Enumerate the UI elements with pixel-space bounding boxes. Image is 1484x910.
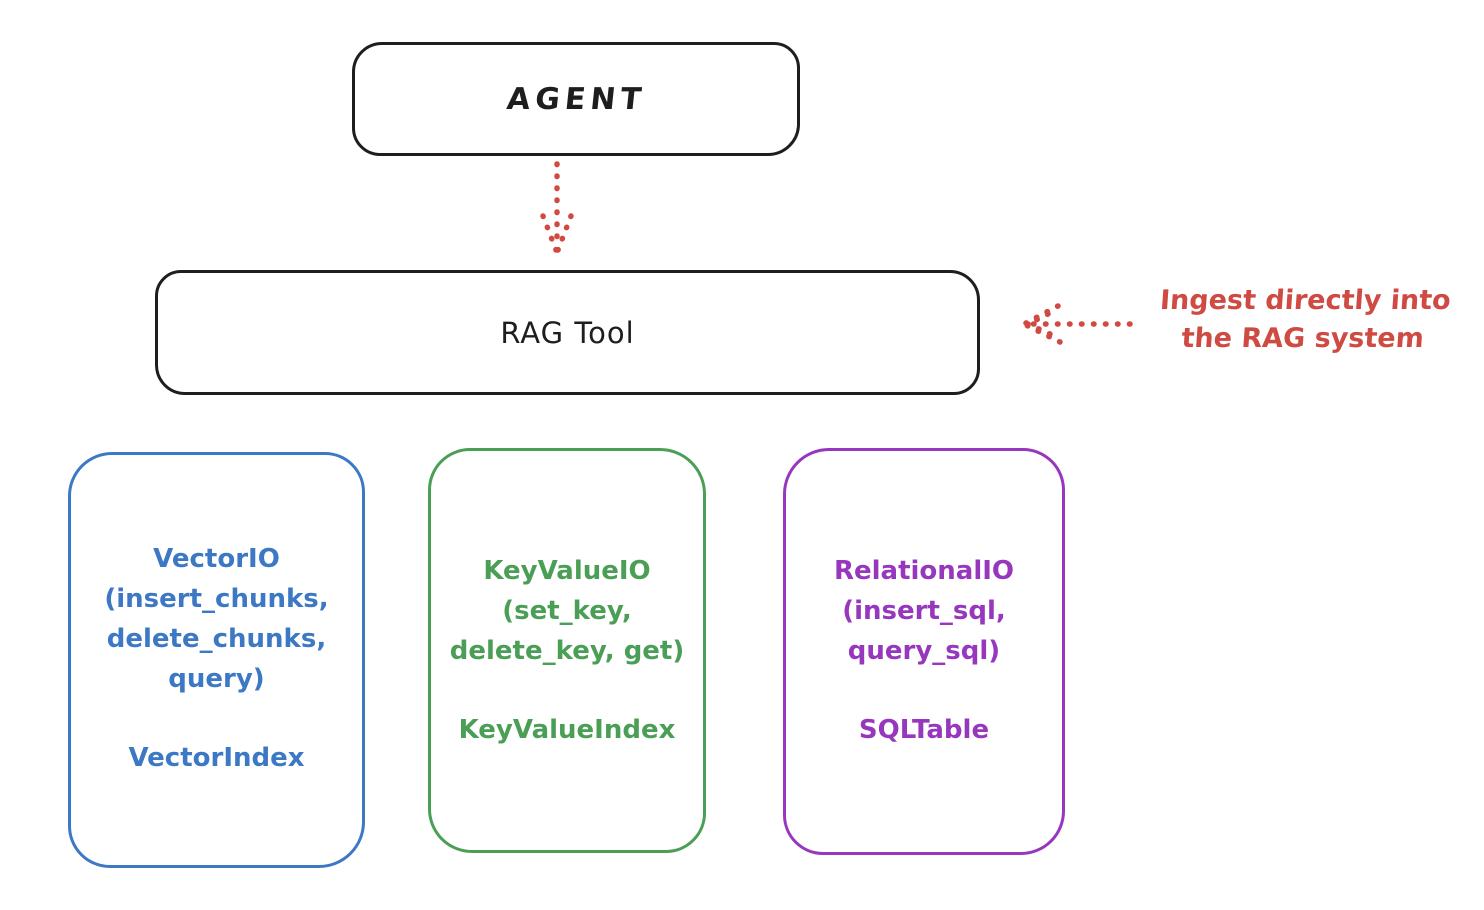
ingest-annotation: Ingest directly into the RAG system (1125, 282, 1482, 358)
relational-io-card: RelationalIO (insert_sql, query_sql) SQL… (783, 448, 1065, 855)
sql-table-label: SQLTable (858, 715, 990, 745)
agent-to-ragtool-arrow-icon (540, 161, 574, 253)
rag-tool-box: RAG Tool (155, 270, 980, 395)
relational-io-methods-line1: (insert_sql, (842, 596, 1006, 626)
vector-index-label: VectorIndex (128, 743, 305, 773)
ingest-annotation-line2: the RAG system (1180, 323, 1425, 354)
relational-io-title: RelationalIO (833, 556, 1015, 586)
keyvalue-io-methods-line1: (set_key, (502, 596, 632, 626)
relational-io-methods-line2: query_sql) (847, 636, 1001, 666)
keyvalue-io-methods-line2: delete_key, get) (449, 636, 685, 666)
agent-box-label: AGENT (504, 81, 648, 117)
keyvalue-io-title: KeyValueIO (483, 556, 651, 586)
keyvalue-io-card: KeyValueIO (set_key, delete_key, get) Ke… (428, 448, 706, 853)
vector-io-methods-line3: query) (168, 664, 265, 694)
vector-io-methods-line2: delete_chunks, (106, 624, 327, 654)
keyvalue-index-label: KeyValueIndex (458, 715, 676, 745)
ingest-annotation-line1: Ingest directly into (1158, 285, 1452, 316)
rag-tool-box-label: RAG Tool (500, 315, 635, 350)
vector-io-title: VectorIO (153, 544, 280, 574)
agent-box: AGENT (352, 42, 800, 156)
vector-io-card: VectorIO (insert_chunks, delete_chunks, … (68, 452, 365, 868)
vector-io-methods-line1: (insert_chunks, (104, 584, 329, 614)
ingest-annotation-arrow-icon (1023, 303, 1133, 345)
